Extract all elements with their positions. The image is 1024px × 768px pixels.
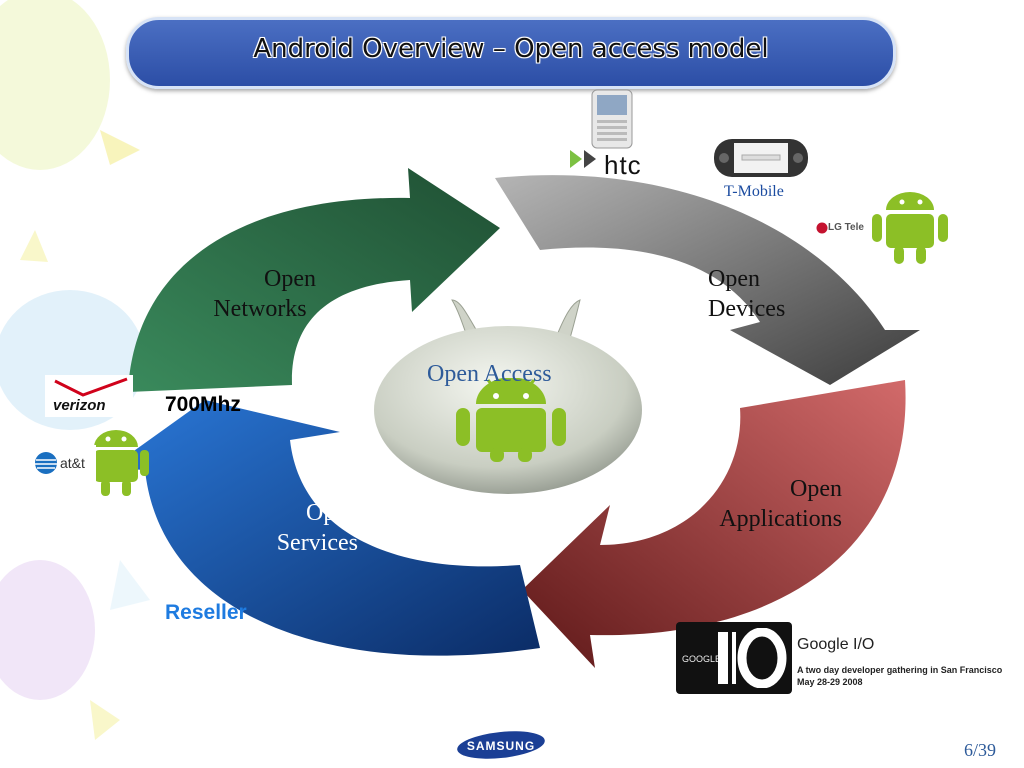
verizon-check-icon [54,377,128,397]
label-open-devices-line1: Open [708,266,760,292]
att-logo-text: at&t [60,455,85,471]
att-globe-icon [35,452,57,474]
google-io-desc-line1: A two day developer gathering in San Fra… [797,665,1003,675]
label-open-networks-line2: Networks [213,296,307,322]
page-number: 6/39 [964,740,997,760]
samsung-ellipse-icon [457,731,545,759]
lg-logo-icon [816,222,828,234]
frequency-label: 700Mhz [165,393,241,416]
google-io-logo: GOOGLE [676,622,792,694]
google-io-title: Google I/O [797,636,875,653]
arrow-open-networks [128,168,500,392]
title-bar: Android Overview – Open access model [126,17,896,89]
slide-title: Android Overview – Open access model [253,34,769,64]
samsung-logo: SAMSUNG [456,730,546,760]
label-open-applications-line2: Applications [719,506,842,532]
label-open-services-line2: Services [276,530,358,556]
label-open-applications: Open Applications [690,474,842,534]
android-robot-icon-networks [82,430,149,496]
google-io-box-label: GOOGLE [682,654,722,664]
lg-logo-text: LG Tele [828,222,864,233]
htc-logo-text: htc [604,150,642,180]
label-open-devices: Open Devices [708,264,785,324]
arrow-open-applications [522,380,906,668]
label-open-networks: Open Networks [200,264,320,324]
label-open-applications-line1: Open [790,476,842,502]
label-open-networks-line1: Open [264,266,316,292]
google-io-description: A two day developer gathering in San Fra… [797,664,1002,688]
label-open-services-line1: Open [306,500,358,526]
arrow-open-devices [495,175,920,385]
android-robot-icon-devices [872,192,948,264]
reseller-label: Reseller [165,601,247,624]
att-logo: at&t [30,445,96,481]
center-label: Open Access [427,361,552,387]
google-io-desc-line2: May 28-29 2008 [797,677,863,687]
arrow-open-services [110,400,540,656]
label-open-services: Open Services [252,498,358,558]
tmobile-device-image [714,139,808,177]
htc-logo-icon [570,150,596,168]
tmobile-label: T-Mobile [724,183,784,200]
samsung-logo-text: SAMSUNG [466,739,536,753]
label-open-devices-line2: Devices [708,296,786,322]
htc-phone-image [591,89,633,149]
google-io-mark-icon [718,628,787,688]
android-robot-icon [456,378,566,462]
verizon-logo-text: verizon [53,397,106,414]
verizon-logo: verizon [45,375,133,417]
